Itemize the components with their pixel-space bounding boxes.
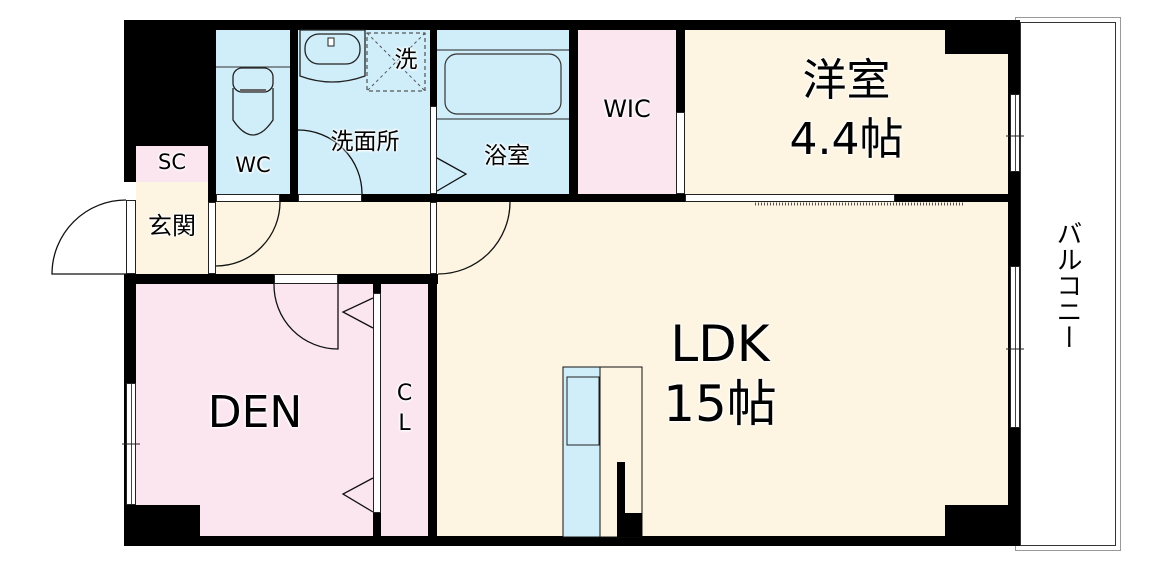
room-wc [216,30,290,194]
toilet-icon [216,66,290,136]
door-swing-senmenjo [297,129,363,195]
label-yoshitsu-size: 4.4帖 [789,114,904,165]
door-frame-genkan-hall [208,202,216,274]
door-frame-entrance [126,200,136,274]
door-frame-wic [676,112,685,194]
wall-bath-wic [569,20,578,202]
label-washer: 洗 [394,47,418,73]
window-yoshitsu [1010,94,1020,172]
room-wic [578,30,676,194]
hallway [216,202,438,274]
closet-sliding-door [373,293,381,513]
room-yoshitsu [685,30,1008,196]
wall-corner-ne [945,20,1020,54]
room-genkan [136,182,208,274]
room-den [136,284,373,536]
label-wc: WC [235,153,271,177]
washing-machine-space-icon [366,32,426,92]
label-ldk: LDK [670,315,770,373]
label-yoshitsu: 洋室 [802,55,891,106]
label-closet-l: L [398,411,411,436]
wall-yoshitsu-bottom [895,194,1020,202]
wall-sc-right [208,146,216,202]
label-bath: 浴室 [484,143,530,169]
bathtub-icon [437,49,569,120]
closet-folding-door-icon-top [341,297,374,329]
wall-wic-yoshitsu [676,20,685,202]
wall-left-upper [124,146,136,182]
label-den: DEN [207,387,303,438]
label-balcony: バルコニー [1052,220,1082,350]
wall-corner-se [945,505,1020,546]
room-sc [136,146,208,182]
door-frame-senmenjo [298,194,362,202]
label-wic: WIC [603,95,651,123]
balcony [1015,17,1121,551]
door-swing-den [273,283,339,350]
refrigerator-icon [562,366,643,538]
wall-senmen-bath [430,20,437,106]
door-frame-bath [430,106,437,194]
closet-folding-door-icon-bottom [341,477,374,513]
wall-wet-bottom [208,194,685,202]
yoshitsu-sliding-door [685,194,895,202]
wall-wc-senmen [290,20,298,202]
door-swing-ldk [437,201,511,275]
window-ldk [1010,266,1020,428]
label-senmenjo: 洗面所 [330,129,400,155]
sink-icon [299,29,366,83]
room-ldk [437,202,1008,536]
label-genkan: 玄関 [148,212,196,240]
label-ldk-size: 15帖 [663,375,777,433]
label-sc: SC [158,150,186,174]
door-frame-den [274,274,338,284]
wall-closet-ldk [428,274,437,546]
door-frame-ldk [430,202,437,274]
room-bath [437,30,569,194]
door-swing-entrance [51,199,127,275]
bath-folding-door-icon [436,157,468,192]
wall-bottom [124,536,1020,546]
room-closet [381,284,428,536]
door-swing-wc [215,201,281,267]
door-frame-wc [216,194,280,202]
room-senmenjo [298,30,430,194]
wall-top-left-block [124,20,216,146]
wall-corner-den-sw [124,505,200,546]
label-closet-c: C [396,381,413,406]
